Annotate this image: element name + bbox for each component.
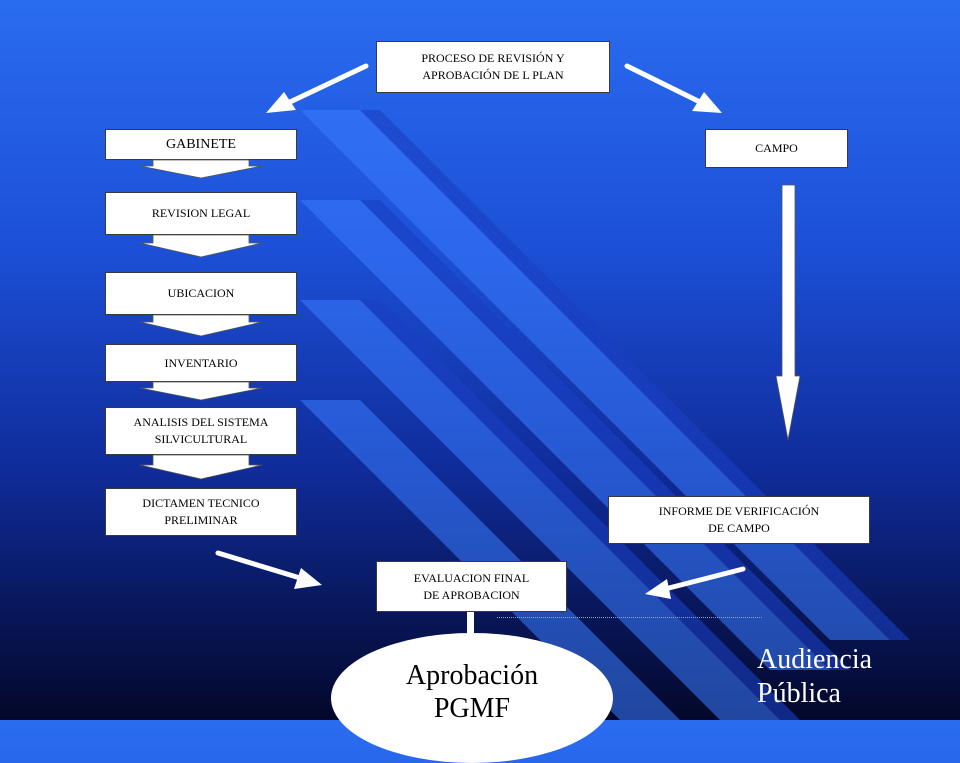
revision-legal-box: REVISION LEGAL	[105, 192, 297, 235]
dictamen-tecnico-box: DICTAMEN TECNICO PRELIMINAR	[105, 488, 297, 536]
analisis-sistema-box: ANALISIS DEL SISTEMA SILVICULTURAL	[105, 407, 297, 455]
inventario-box: INVENTARIO	[105, 344, 297, 382]
campo-box: CAMPO	[705, 129, 848, 168]
process-review-box: PROCESO DE REVISIÓN Y APROBACIÓN DE L PL…	[376, 41, 610, 93]
audiencia-publica-label: Audiencia Pública	[757, 644, 873, 709]
ubicacion-box: UBICACION	[105, 272, 297, 315]
evaluacion-final-box: EVALUACION FINAL DE APROBACION	[376, 561, 567, 612]
dotted-separator	[497, 617, 762, 618]
gabinete-box: GABINETE	[105, 129, 297, 160]
evaluacion-to-aprobacion-connector	[467, 612, 474, 636]
informe-verificacion-box: INFORME DE VERIFICACIÓN DE CAMPO	[608, 496, 870, 544]
aprobacion-pgmf-oval: Aprobación PGMF	[331, 633, 613, 763]
